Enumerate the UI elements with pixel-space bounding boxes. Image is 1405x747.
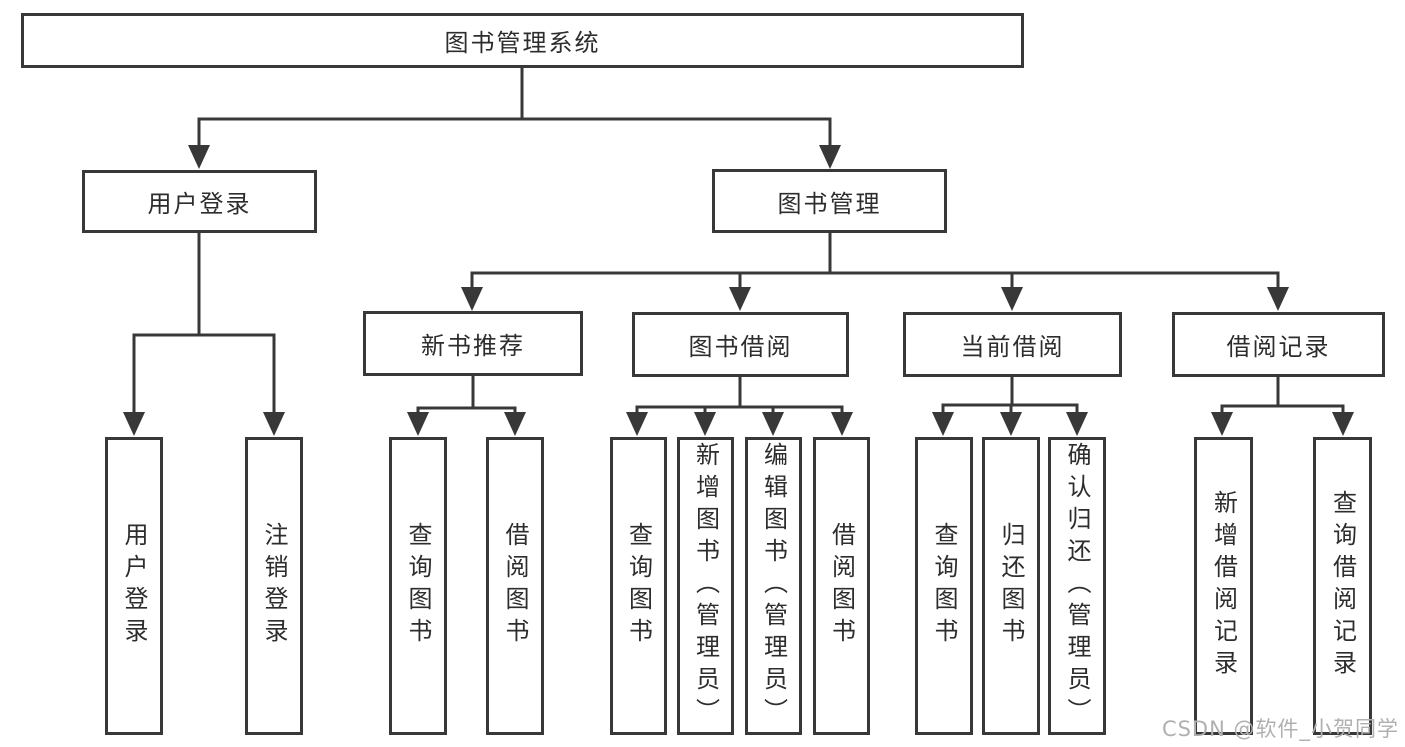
leaf-borrow-books-label: 借阅图书 [827, 522, 856, 650]
node-new-book-recommend-label: 新书推荐 [421, 332, 525, 360]
node-root-label: 图书管理系统 [444, 29, 601, 57]
node-user-login-label: 用户登录 [147, 190, 252, 218]
leaf-user-login-label: 用户登录 [120, 522, 148, 650]
leaf-logout-label: 注销登录 [260, 522, 288, 650]
leaf-newbook-query-books: 查询图书 [389, 437, 447, 735]
arrowhead-icon [1066, 412, 1088, 436]
leaf-edit-book-admin-label: 编辑图书（管理员） [759, 442, 788, 730]
arrowhead-icon [1332, 412, 1354, 436]
leaf-newbook-borrow-books: 借阅图书 [486, 437, 544, 735]
leaf-newbook-borrow-books-label: 借阅图书 [501, 522, 529, 650]
arrowhead-icon [831, 412, 853, 436]
leaf-borrow-books: 借阅图书 [813, 437, 870, 735]
leaf-edit-book-admin: 编辑图书（管理员） [745, 437, 802, 735]
arrowhead-icon [626, 412, 648, 436]
arrowhead-icon [729, 287, 751, 311]
node-borrow-records: 借阅记录 [1172, 312, 1385, 377]
leaf-current-query-books-label: 查询图书 [930, 522, 958, 650]
arrowhead-icon [461, 287, 483, 311]
arrowhead-icon [1211, 412, 1233, 436]
leaf-borrow-query-books-label: 查询图书 [624, 522, 653, 650]
node-user-login: 用户登录 [82, 170, 317, 233]
leaf-borrow-query-books: 查询图书 [610, 437, 667, 735]
leaf-newbook-query-books-label: 查询图书 [404, 522, 432, 650]
arrowhead-icon [407, 412, 429, 436]
node-new-book-recommend: 新书推荐 [363, 311, 583, 376]
leaf-query-borrow-record-label: 查询借阅记录 [1328, 490, 1357, 682]
node-current-borrow-label: 当前借阅 [960, 333, 1065, 361]
node-borrow-records-label: 借阅记录 [1226, 333, 1331, 361]
leaf-logout: 注销登录 [245, 437, 303, 735]
leaf-add-borrow-record-label: 新增借阅记录 [1209, 490, 1238, 682]
node-book-management: 图书管理 [712, 169, 947, 233]
node-root: 图书管理系统 [21, 13, 1024, 68]
leaf-add-book-admin: 新增图书（管理员） [677, 437, 734, 735]
leaf-add-borrow-record: 新增借阅记录 [1194, 437, 1253, 735]
leaf-add-book-admin-label: 新增图书（管理员） [691, 442, 720, 730]
arrowhead-icon [504, 412, 526, 436]
node-book-borrow-label: 图书借阅 [688, 333, 793, 361]
node-book-management-label: 图书管理 [777, 189, 882, 218]
arrowhead-icon [819, 145, 841, 169]
leaf-current-query-books: 查询图书 [915, 437, 973, 735]
node-book-borrow: 图书借阅 [632, 312, 849, 377]
leaf-return-books-label: 归还图书 [997, 522, 1025, 650]
arrowhead-icon [1267, 287, 1289, 311]
csdn-watermark: CSDN @软件_小贺同学 [1161, 717, 1399, 741]
leaf-user-login: 用户登录 [105, 437, 163, 735]
arrowhead-icon [694, 412, 716, 436]
leaf-query-borrow-record: 查询借阅记录 [1313, 437, 1372, 735]
leaf-confirm-return-admin-label: 确认归还（管理员） [1063, 442, 1091, 730]
node-current-borrow: 当前借阅 [903, 312, 1122, 377]
arrowhead-icon [932, 412, 954, 436]
leaf-return-books: 归还图书 [982, 437, 1040, 735]
arrowhead-icon [762, 412, 784, 436]
arrowhead-icon [1001, 287, 1023, 311]
leaf-confirm-return-admin: 确认归还（管理员） [1048, 437, 1106, 735]
arrowhead-icon [123, 412, 145, 436]
arrowhead-icon [263, 412, 285, 436]
arrowhead-icon [1000, 412, 1022, 436]
arrowhead-icon [188, 145, 210, 169]
